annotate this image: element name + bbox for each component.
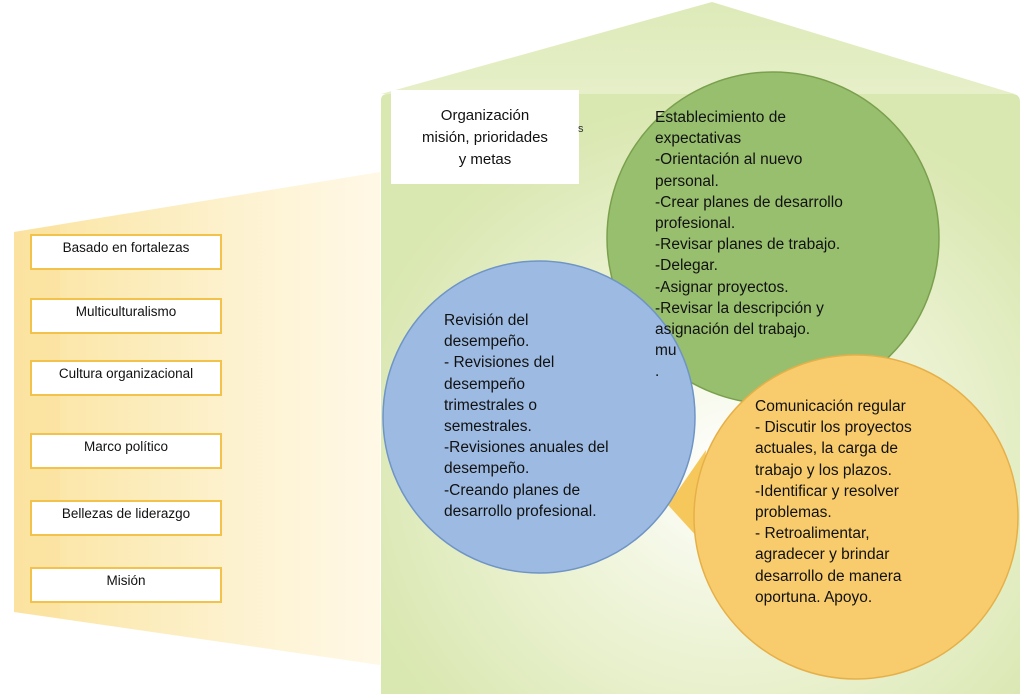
left-banner-stripes <box>14 225 60 618</box>
left-item-leadership: Bellezas de liderazgo <box>30 500 222 536</box>
left-item-org-culture: Cultura organizacional <box>30 360 222 396</box>
left-item-strengths: Basado en fortalezas <box>30 234 222 270</box>
left-item-political-frame: Marco político <box>30 433 222 469</box>
organization-title-box: Organización misión, prioridades y metas <box>391 90 579 184</box>
left-item-multiculturalism: Multiculturalismo <box>30 298 222 334</box>
circle-communication <box>693 354 1019 680</box>
expectations-text: Establecimiento de expectativas -Orienta… <box>655 109 843 381</box>
circle-performance <box>382 260 696 574</box>
house-roof <box>381 2 1015 94</box>
performance-text: Revisión del desempeño. - Revisiones del… <box>444 312 609 520</box>
communication-text: Comunicación regular - Discutir los proy… <box>755 398 912 606</box>
left-item-mission: Misión <box>30 567 222 603</box>
stray-mark: s <box>578 123 584 135</box>
left-banner <box>14 172 380 665</box>
